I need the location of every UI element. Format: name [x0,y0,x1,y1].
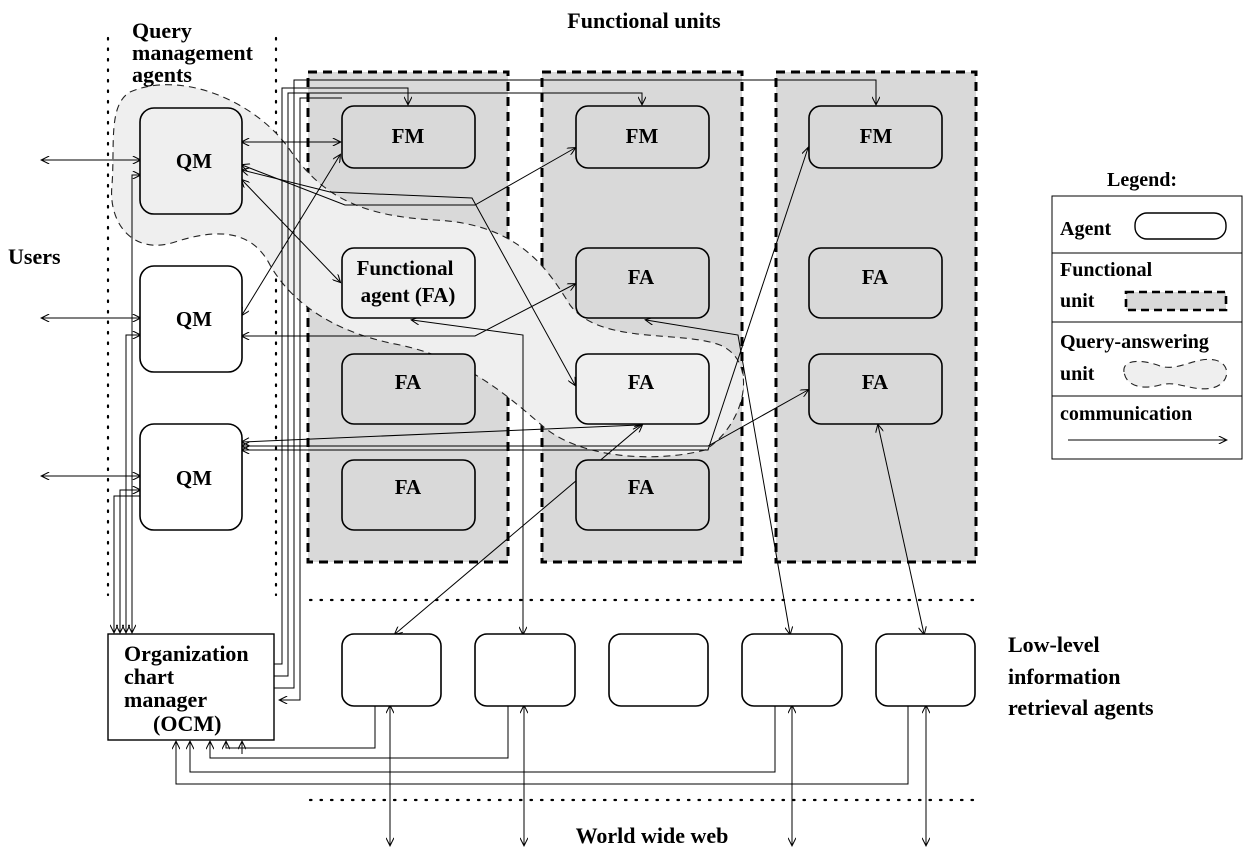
legend-agent-label: Agent [1060,218,1111,240]
unit-1-agents: FM Functional agent (FA) FA FA [341,105,476,531]
fa-agent-3b [808,353,943,425]
ocm-label-line1: Organization [124,641,249,666]
fa-agent-2b [575,353,710,425]
functional-agent-example [341,247,476,319]
qm-agent-1-label: QM [176,149,212,173]
fa-agent-3a-label: FA [862,265,889,289]
low-level-agents [341,633,976,707]
legend-functional-unit-line1: Functional [1060,259,1153,281]
fm-agent-3-label: FM [860,124,893,148]
low-level-label-line2: information [1008,664,1120,689]
qm-group-label-line2: management [132,40,254,65]
ocm-label-line3: manager [124,687,207,712]
functional-units-title: Functional units [567,8,721,33]
fa-agent-2c [575,459,710,531]
functional-agent-label-line1: Functional [357,256,454,280]
legend-agent-symbol [1134,212,1227,240]
fa-agent-3a [808,247,943,319]
unit-3-agents: FM FA FA [808,105,943,425]
qm-agent-2-label: QM [176,307,212,331]
fa-agent-1b [341,353,476,425]
fm-agent-1 [341,105,476,169]
unit-2-agents: FM FA FA FA [575,105,710,531]
qm-agents: QM QM QM [139,107,243,531]
fa-agent-2c-label: FA [628,475,655,499]
low-level-label-line3: retrieval agents [1008,695,1154,720]
fa-agent-1b-label: FA [395,370,422,394]
fm-agent-3 [808,105,943,169]
fa-agent-2b-label: FA [628,370,655,394]
legend-title: Legend: [1107,169,1177,191]
legend-functional-unit-symbol [1124,290,1228,312]
fa-agent-2a [575,247,710,319]
functional-agent-label-line2: agent (FA) [361,283,456,307]
qm-agent-1 [139,107,243,215]
legend-qa-unit-line1: Query-answering [1060,331,1209,353]
legend: Legend: Agent Functional unit Query-answ… [1051,169,1243,460]
low-level-agent-2 [474,633,576,707]
ocm-label-line4: (OCM) [153,711,221,736]
qm-group-label-line3: agents [132,62,192,87]
fm-agent-2-label: FM [626,124,659,148]
users-label: Users [8,244,61,269]
legend-qa-unit-line2: unit [1060,363,1095,385]
legend-box [1051,195,1243,460]
low-level-agent-3 [608,633,709,707]
ocm-box [107,633,275,741]
qm-agent-3-label: QM [176,466,212,490]
legend-communication-label: communication [1060,403,1192,425]
legend-qa-unit-symbol [1123,358,1228,390]
communication-lines [42,79,926,845]
fm-agent-2 [575,105,710,169]
ocm-label-line2: chart [124,664,175,689]
legend-functional-unit-line2: unit [1060,290,1095,312]
fa-agent-2a-label: FA [628,265,655,289]
diagram-labels: Functional units Query management agents… [8,8,1154,848]
qm-agent-3 [139,423,243,531]
low-level-label-line1: Low-level [1008,632,1100,657]
fa-agent-1c [341,459,476,531]
qm-agent-2 [139,265,243,373]
fa-agent-3b-label: FA [862,370,889,394]
low-level-agent-4 [741,633,843,707]
low-level-agent-5 [875,633,976,707]
fa-agent-1c-label: FA [395,475,422,499]
fm-agent-1-label: FM [392,124,425,148]
qm-group-label-line1: Query [132,18,192,43]
low-level-agent-1 [341,633,442,707]
www-label: World wide web [576,823,729,848]
ocm: Organization chart manager (OCM) [107,633,275,741]
